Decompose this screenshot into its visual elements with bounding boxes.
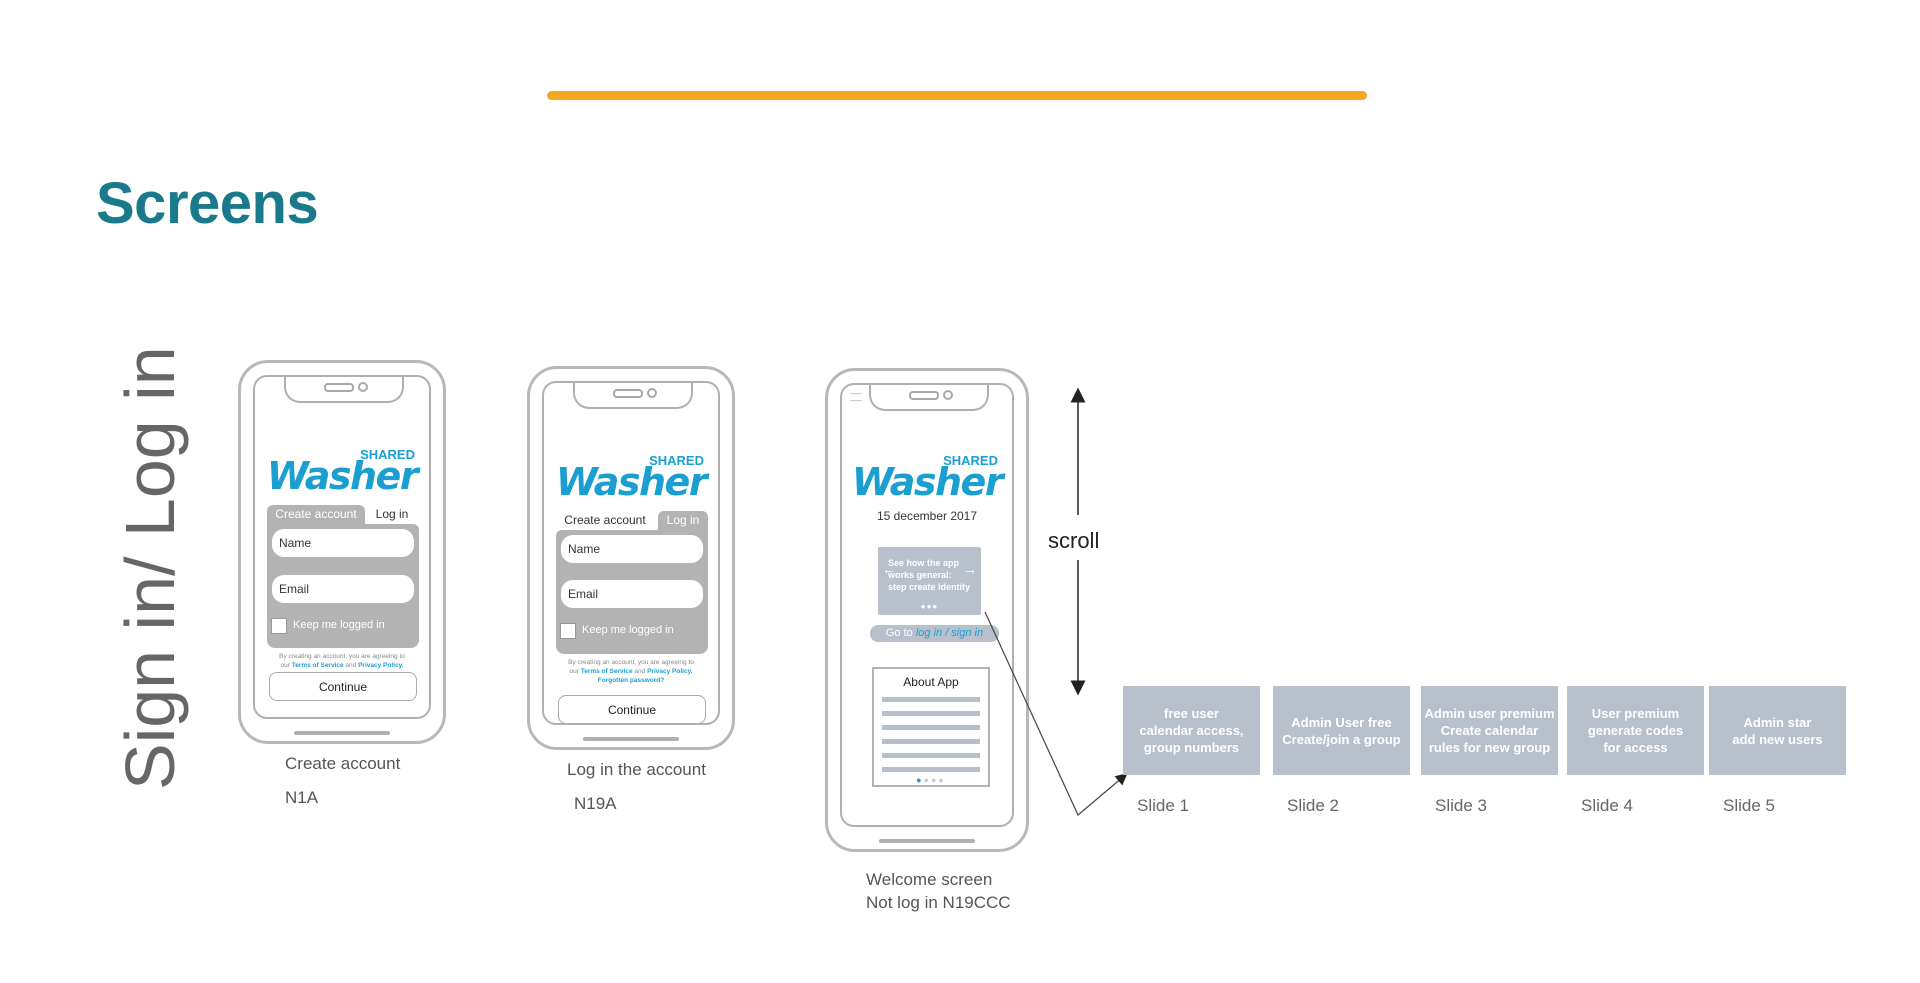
name-field[interactable]: Name [272, 529, 414, 557]
tab-create-account[interactable]: Create account [564, 513, 646, 527]
code-log-in: N19A [574, 794, 617, 813]
phone-screen: Washer SHARED Create account Log in Name… [253, 375, 431, 719]
slide-5: Admin star add new users [1709, 686, 1846, 775]
slide-label-4: Slide 4 [1581, 796, 1633, 815]
phone-notch [869, 385, 989, 411]
slide-4: User premium generate codes for access [1567, 686, 1704, 775]
legal-our: our [569, 668, 579, 675]
home-indicator [294, 731, 390, 735]
phone-create-account: Washer SHARED Create account Log in Name… [238, 360, 446, 744]
caption-create-account: Create account [285, 754, 401, 773]
logo-word: Washer [555, 460, 708, 504]
go-to-login-button[interactable]: Go to log in / sign in [870, 625, 999, 642]
about-dots: ●●●● [916, 775, 946, 785]
auth-tabs: Create account Log in [267, 505, 419, 524]
phone-log-in: Washer SHARED Create account Log in Name… [527, 366, 735, 750]
privacy-link[interactable]: Privacy Policy. [647, 668, 693, 675]
tab-log-in[interactable]: Log in [375, 507, 409, 521]
caption-log-in: Log in the account [567, 760, 706, 779]
text-line [882, 753, 980, 758]
camera-icon [943, 390, 953, 400]
legal-text: By creating an account, you are agreeing… [548, 658, 714, 685]
text-line [882, 739, 980, 744]
phone-notch [284, 377, 404, 403]
phone-notch [573, 383, 693, 409]
auth-tabs: Create account Log in [556, 511, 708, 530]
legal-line: By creating an account, you are agreeing… [279, 653, 405, 660]
about-app-card[interactable]: About App ●●●● [872, 667, 990, 787]
keep-logged-label: Keep me logged in [582, 624, 674, 636]
logo-word: Washer [851, 460, 1004, 504]
logo-shared: SHARED [360, 447, 415, 462]
text-line [882, 767, 980, 772]
code-create-account: N1A [285, 788, 319, 807]
text-line [882, 711, 980, 716]
phone-screen: Washer SHARED Create account Log in Name… [542, 381, 720, 725]
name-field[interactable]: Name [561, 535, 703, 563]
terms-link[interactable]: Terms of Service [291, 662, 344, 669]
arrow-right-icon[interactable]: → [963, 561, 977, 577]
camera-icon [358, 382, 368, 392]
email-field[interactable]: Email [561, 580, 703, 608]
email-field[interactable]: Email [272, 575, 414, 603]
create-form: Name Email Keep me logged in [267, 524, 419, 648]
tab-log-in[interactable]: Log in [658, 511, 708, 530]
login-form: Name Email Keep me logged in [556, 530, 708, 654]
text-line [882, 725, 980, 730]
slide-label-2: Slide 2 [1287, 796, 1339, 815]
carousel-dots: ●●● [920, 602, 939, 611]
home-indicator [583, 737, 679, 741]
legal-text: By creating an account, you are agreeing… [259, 652, 425, 670]
slide-label-1: Slide 1 [1137, 796, 1189, 815]
text-line [882, 697, 980, 702]
legal-line: By creating an account, you are agreeing… [568, 659, 694, 666]
legal-and: and [345, 662, 357, 669]
slide-2: Admin User free Create/join a group [1273, 686, 1410, 775]
legal-and: and [634, 668, 646, 675]
phone-screen: Washer SHARED 15 december 2017 See how t… [840, 383, 1014, 827]
scroll-label: scroll [1048, 528, 1100, 553]
logo-shared: SHARED [649, 453, 704, 468]
accent-bar [547, 91, 1367, 100]
legal-our: our [280, 662, 290, 669]
keep-logged-checkbox[interactable] [560, 623, 576, 639]
speaker-icon [613, 389, 643, 398]
home-indicator [879, 839, 975, 843]
slide-label-5: Slide 5 [1723, 796, 1775, 815]
keep-logged-label: Keep me logged in [293, 619, 385, 631]
caption-welcome-code: Not log in N19CCC [866, 893, 1011, 912]
continue-button[interactable]: Continue [558, 695, 706, 723]
caption-welcome: Welcome screen [866, 870, 993, 889]
logo-shared: SHARED [943, 453, 998, 468]
slide-1: free user calendar access, group numbers [1123, 686, 1260, 775]
go-prefix: Go to [885, 627, 913, 639]
washer-logo: Washer SHARED [255, 447, 429, 501]
slide-label-3: Slide 3 [1435, 796, 1487, 815]
logo-word: Washer [266, 454, 419, 498]
phone-welcome: Washer SHARED 15 december 2017 See how t… [825, 368, 1029, 852]
continue-button[interactable]: Continue [269, 672, 417, 701]
forgotten-password-link[interactable]: Forgotten password? [597, 677, 665, 684]
speaker-icon [909, 391, 939, 400]
menu-icon[interactable] [850, 393, 862, 401]
washer-logo: Washer SHARED [842, 453, 1012, 507]
slide-3: Admin user premium Create calendar rules… [1421, 686, 1558, 775]
terms-link[interactable]: Terms of Service [580, 668, 633, 675]
date-label: 15 december 2017 [876, 509, 978, 523]
slide-connector [984, 611, 1128, 816]
speaker-icon [324, 383, 354, 392]
camera-icon [647, 388, 657, 398]
carousel-text: See how the app works general: step crea… [888, 558, 971, 592]
intro-carousel[interactable]: See how the app works general: step crea… [878, 547, 981, 615]
keep-logged-checkbox[interactable] [271, 618, 287, 634]
arrow-left-icon[interactable]: ← [882, 561, 896, 577]
washer-logo: Washer SHARED [544, 453, 718, 507]
login-signin-link[interactable]: log in / sign in [915, 627, 984, 639]
page-title: Screens [96, 171, 319, 236]
privacy-link[interactable]: Privacy Policy. [358, 662, 404, 669]
tab-create-account[interactable]: Create account [267, 505, 365, 524]
about-app-title: About App [903, 675, 959, 689]
